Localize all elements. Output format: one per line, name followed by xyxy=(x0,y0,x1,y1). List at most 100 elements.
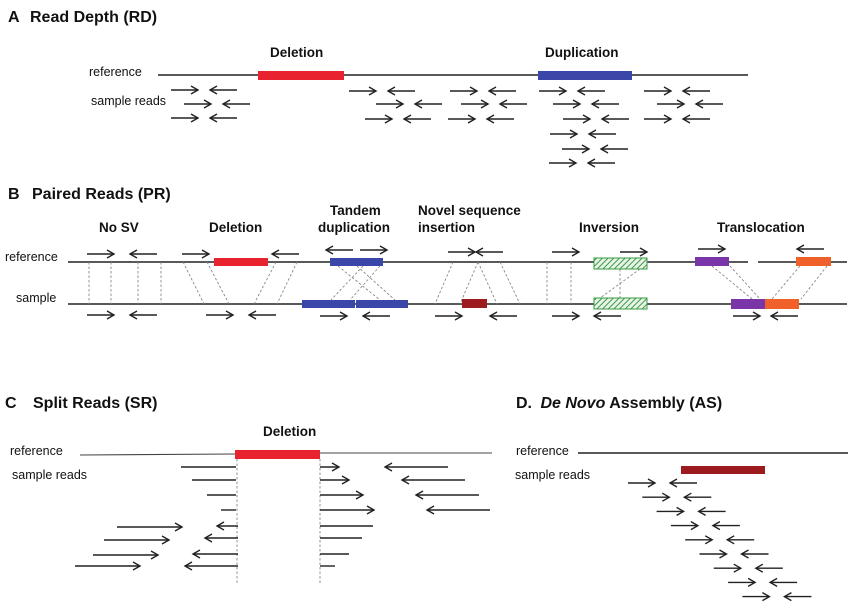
panel-b-guides xyxy=(88,261,828,305)
read-forward xyxy=(539,86,568,96)
read-reverse xyxy=(711,520,740,531)
pair-mapping-guide xyxy=(356,265,396,301)
panel-c-title: Split Reads (SR) xyxy=(33,395,157,412)
read-reverse xyxy=(782,591,812,602)
read-forward xyxy=(644,86,673,96)
split-read-reverse xyxy=(203,533,238,543)
read-forward xyxy=(171,85,200,95)
read-forward xyxy=(656,506,686,517)
read-reverse xyxy=(208,85,237,95)
read-forward xyxy=(376,99,405,109)
panel-b-novel-insertion-bar xyxy=(462,299,487,308)
pair-mapping-guide xyxy=(434,261,454,305)
read-forward xyxy=(642,492,671,502)
split-read-forward xyxy=(320,462,341,472)
panel-b-sample-label: sample xyxy=(16,291,56,305)
panel-b-translocation-sample-purple xyxy=(731,299,765,309)
pair-mapping-guide xyxy=(711,265,753,300)
pair-mapping-guide xyxy=(599,268,641,299)
pair-mapping-guide xyxy=(477,261,498,305)
pair-mapping-guide xyxy=(182,261,205,305)
read-reverse xyxy=(725,535,755,545)
read-reverse xyxy=(681,114,710,124)
panel-d-title-italic: De Novo xyxy=(540,395,605,412)
read-reverse xyxy=(600,114,629,124)
panel-b-deletion-bar xyxy=(214,258,268,266)
panel-d-reads xyxy=(628,478,812,602)
read-reverse xyxy=(361,311,390,321)
panel-c-reference-label: reference xyxy=(10,444,63,458)
read-reverse xyxy=(488,311,517,321)
read-forward xyxy=(171,113,200,123)
read-reverse xyxy=(587,129,616,139)
panel-a-reads xyxy=(171,85,723,168)
read-forward xyxy=(365,114,394,124)
read-forward xyxy=(104,535,171,545)
read-forward xyxy=(685,535,714,545)
panel-c: C Split Reads (SR) Deletion reference sa… xyxy=(5,395,492,584)
panel-b-inversion-label: Inversion xyxy=(579,220,639,235)
read-forward xyxy=(552,311,581,321)
read-reverse xyxy=(681,86,710,96)
read-reverse xyxy=(402,114,431,124)
panel-b-tandem-sample-bar-1 xyxy=(302,300,355,308)
read-reverse xyxy=(795,244,824,254)
panel-a-letter: A xyxy=(8,9,20,26)
read-forward xyxy=(728,577,757,588)
panel-c-reads xyxy=(75,462,490,571)
read-reverse xyxy=(769,311,798,321)
pair-mapping-guide xyxy=(729,265,761,300)
panel-b-letter: B xyxy=(8,186,20,203)
panel-b-novel-label-2: insertion xyxy=(418,220,475,235)
read-forward xyxy=(448,247,477,257)
panel-b-novel-label-1: Novel sequence xyxy=(418,203,521,218)
read-reverse xyxy=(487,86,516,96)
read-reverse xyxy=(694,99,723,109)
split-read-reverse xyxy=(215,521,238,531)
read-forward xyxy=(206,310,235,320)
split-read-reverse xyxy=(183,561,238,571)
panel-c-deletion-label: Deletion xyxy=(263,424,316,439)
read-forward xyxy=(349,86,378,96)
panel-a: A Read Depth (RD) Deletion Duplication r… xyxy=(8,9,748,168)
panel-a-sample-reads-label: sample reads xyxy=(91,94,166,108)
read-reverse xyxy=(425,505,490,515)
panel-b-tandem-label-2: duplication xyxy=(318,220,390,235)
read-forward xyxy=(87,310,116,320)
read-forward xyxy=(620,247,649,257)
split-read-reverse xyxy=(191,549,238,559)
read-forward xyxy=(562,144,591,154)
read-reverse xyxy=(128,310,157,320)
panel-a-reference-label: reference xyxy=(89,65,142,79)
read-reverse xyxy=(682,492,712,502)
read-reverse xyxy=(740,549,769,559)
split-read-forward xyxy=(320,505,376,515)
panel-b-tandem-sample-bar-2 xyxy=(356,300,408,308)
panel-a-duplication-label: Duplication xyxy=(545,45,619,60)
read-reverse xyxy=(697,506,726,517)
panel-b-reference-label: reference xyxy=(5,250,58,264)
panel-d-title: D. De Novo Assembly (AS) xyxy=(516,395,722,412)
read-reverse xyxy=(590,99,619,109)
pair-mapping-guide xyxy=(206,261,230,305)
pair-mapping-guide xyxy=(349,265,381,301)
read-forward xyxy=(699,549,728,559)
panel-d-reference-label: reference xyxy=(516,444,569,458)
read-reverse xyxy=(383,462,448,472)
read-reverse xyxy=(768,577,798,588)
read-reverse xyxy=(413,99,442,109)
read-reverse xyxy=(498,99,527,109)
read-reverse xyxy=(485,114,514,124)
panel-b-translocation-sample-orange xyxy=(765,299,799,309)
read-reverse xyxy=(400,475,465,485)
panel-b: B Paired Reads (PR) No SV Deletion Tande… xyxy=(5,186,847,321)
read-forward xyxy=(549,158,578,168)
read-forward xyxy=(435,311,464,321)
panel-c-reference-line-left xyxy=(79,453,236,456)
panel-d-title-rest: Assembly (AS) xyxy=(609,395,722,412)
read-forward xyxy=(550,129,579,139)
read-forward xyxy=(644,114,673,124)
read-forward xyxy=(75,561,142,571)
read-forward xyxy=(450,86,479,96)
panel-a-deletion-bar xyxy=(258,71,344,80)
